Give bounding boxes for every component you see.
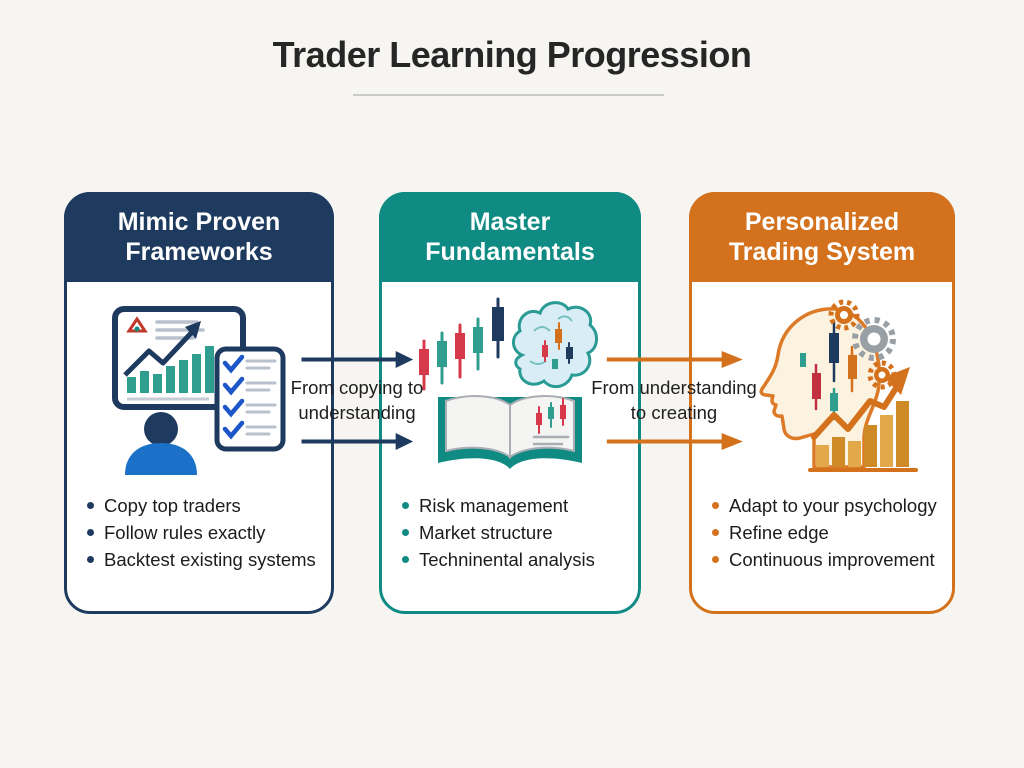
- bullet-list: Risk management Market structure Technin…: [402, 492, 634, 573]
- transition-label: From copying to understanding: [290, 377, 424, 423]
- bullet-item: Techninental analysis: [402, 546, 634, 573]
- right-arrow-icon: [606, 351, 743, 368]
- bullet-item: Backtest existing systems: [87, 546, 327, 573]
- candles-brain-book-icon: [408, 295, 612, 481]
- bullet-list: Copy top traders Follow rules exactly Ba…: [87, 492, 327, 573]
- card-master-fundamentals: Master Fundamentals: [379, 192, 641, 614]
- right-arrow-icon: [301, 351, 414, 368]
- card-mimic-proven-frameworks: Mimic Proven Frameworks: [64, 192, 334, 614]
- bullet-item: Copy top traders: [87, 492, 327, 519]
- card-title: Master Fundamentals: [379, 192, 641, 282]
- head-gears-growth-chart-icon: [720, 295, 924, 481]
- bullet-item: Market structure: [402, 519, 634, 546]
- monitor-chart-checklist-person-icon: [97, 295, 301, 481]
- transition-copying-to-understanding: From copying to understanding: [284, 349, 430, 452]
- bullet-item: Adapt to your psychology: [712, 492, 948, 519]
- bullet-item: Risk management: [402, 492, 634, 519]
- page-title: Trader Learning Progression: [272, 34, 752, 75]
- bullet-list: Adapt to your psychology Refine edge Con…: [712, 492, 948, 573]
- right-arrow-icon: [606, 433, 743, 450]
- bullet-item: Follow rules exactly: [87, 519, 327, 546]
- bullet-item: Refine edge: [712, 519, 948, 546]
- transition-label: From understanding to creating: [591, 377, 757, 423]
- title-divider: [353, 94, 664, 96]
- right-arrow-icon: [301, 433, 414, 450]
- card-personalized-trading-system: Personalized Trading System: [689, 192, 955, 614]
- card-title: Personalized Trading System: [689, 192, 955, 282]
- card-title: Mimic Proven Frameworks: [64, 192, 334, 282]
- bullet-item: Continuous improvement: [712, 546, 948, 573]
- transition-understanding-to-creating: From understanding to creating: [585, 349, 763, 452]
